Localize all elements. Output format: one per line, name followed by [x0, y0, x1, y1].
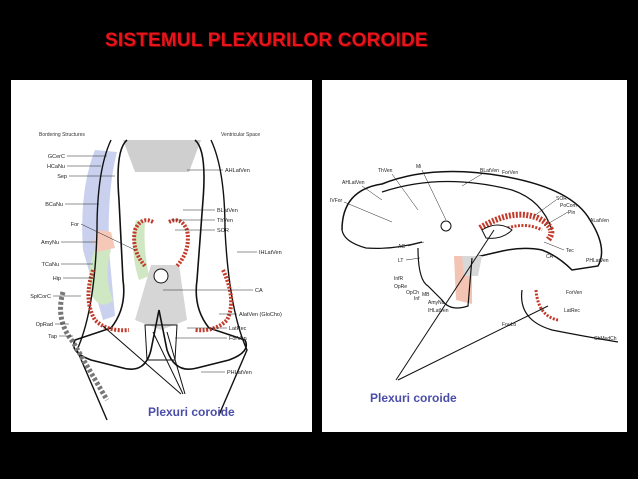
sagittal-label-group: ThVen Mi BLatVen ForVen AHLatVen IVFor S…: [330, 164, 617, 342]
label-forven-r2: ForVen: [566, 290, 582, 296]
label-ivfor: IVFor: [330, 198, 343, 204]
label-ca-r: CA: [546, 254, 554, 260]
label-sor-r: SOR: [556, 196, 567, 202]
frontal-base: [341, 229, 423, 249]
label-hcanu: HCaNu: [47, 164, 65, 170]
label-ahlatven-r: AHLatVen: [342, 180, 365, 186]
sagittal-outline: [341, 170, 603, 271]
label-chmedch: ChMedCh: [594, 336, 617, 342]
label-ac: AC: [398, 244, 405, 250]
pointer-line-1: [102, 325, 182, 395]
label-opre: OpRe: [394, 284, 407, 290]
right-wall-outline: [210, 139, 248, 416]
label-for: For: [71, 222, 79, 228]
brainstem-outline: [520, 289, 619, 343]
choroid-plexus-fourth: [534, 289, 559, 322]
pointer-line-3: [166, 331, 186, 395]
label-inf: Inf: [414, 296, 420, 302]
label-tec: Tec: [566, 248, 574, 254]
choroid-plexus-right-temporal: [194, 269, 234, 333]
label-ca: CA: [255, 288, 263, 294]
ventricle-outline: [72, 139, 248, 370]
label-blatven: BLatVen: [217, 208, 238, 214]
choroid-plexus-body: [478, 211, 555, 242]
label-forven-r: ForVen: [502, 170, 518, 176]
label-forven: ForVen: [229, 336, 247, 342]
label-thven: ThVen: [217, 218, 233, 224]
label-alatven-r: ALatVen: [590, 218, 609, 224]
label-thven-r: ThVen: [378, 168, 393, 174]
choroid-plexus-left-body: [132, 218, 154, 268]
amygdala: [94, 230, 115, 252]
right-caption: Plexuri coroide: [370, 391, 457, 405]
label-lt: LT: [398, 258, 403, 264]
label-phlatven: PHLatVen: [227, 370, 252, 376]
label-mi: Mi: [416, 164, 421, 170]
label-ihlatven: IHLatVen: [259, 250, 282, 256]
label-blatven-r: BLatVen: [480, 168, 499, 174]
coronal-section-diagram: Bordering Structures Ventricular Space G…: [30, 132, 282, 421]
third-ventricle-region: [135, 265, 187, 330]
label-opch: OpCh: [406, 290, 419, 296]
choroid-plexus-right-body: [168, 218, 190, 268]
label-phlatven-r: PHLatVen: [586, 258, 609, 264]
pointer-line-2: [152, 331, 184, 395]
label-bcanu: BCaNu: [45, 202, 63, 208]
lateral-ventricle-roof: [381, 180, 553, 231]
label-latrec: LatRec: [229, 326, 247, 332]
label-sep: Sep: [57, 174, 67, 180]
label-tap: Tap: [48, 334, 57, 340]
header-bordering: Bordering Structures: [39, 132, 85, 138]
label-alatven: AlatVen (GloCho): [239, 312, 282, 318]
label-ahlatven: AHLatVen: [225, 168, 250, 174]
label-mb: MB: [422, 292, 430, 298]
foramen-circle: [440, 220, 452, 232]
label-latrec-r: LatRec: [564, 308, 580, 314]
right-label-group: AHLatVen BLatVen ThVen SOR IHLatVen CA A…: [163, 168, 282, 376]
sagittal-section-diagram: ThVen Mi BLatVen ForVen AHLatVen IVFor S…: [330, 164, 619, 381]
pointer-line-r1: [395, 229, 495, 381]
optic-radiation: [58, 291, 110, 402]
label-ihlatven-r: IHLatVen: [428, 308, 449, 314]
thalamus-outline: [481, 224, 513, 239]
slide-title: SISTEMUL PLEXURILOR COROIDE: [105, 30, 428, 51]
label-oprad: OpRad: [36, 322, 53, 328]
pineal-circle: [153, 268, 169, 284]
label-amynu-r: AmyNu: [428, 300, 445, 306]
label-sor: SOR: [217, 228, 229, 234]
left-wall-outline: [76, 139, 112, 421]
label-pocom: PoCom: [560, 203, 577, 209]
right-diagram-panel: ThVen Mi BLatVen ForVen AHLatVen IVFor S…: [322, 80, 627, 432]
label-amynu: AmyNu: [41, 240, 59, 246]
left-diagram-panel: Bordering Structures Ventricular Space G…: [11, 80, 312, 432]
label-pin: Pin: [568, 210, 575, 216]
ventral-outline: [417, 247, 473, 309]
left-label-group: GCerC HCaNu Sep BCaNu For AmyNu TCaNu Hi…: [30, 154, 136, 340]
label-gcerc: GCerC: [48, 154, 65, 160]
label-tcanu: TCaNu: [42, 262, 59, 268]
label-splcorc: SplCorC: [30, 294, 51, 300]
pointer-line-r2: [397, 305, 549, 381]
label-infr: InfR: [394, 276, 404, 282]
corpus-callosum: [123, 140, 201, 172]
header-ventricular: Ventricular Space: [221, 132, 260, 138]
left-caption: Plexuri coroide: [148, 405, 235, 419]
label-hip: Hip: [53, 276, 61, 282]
